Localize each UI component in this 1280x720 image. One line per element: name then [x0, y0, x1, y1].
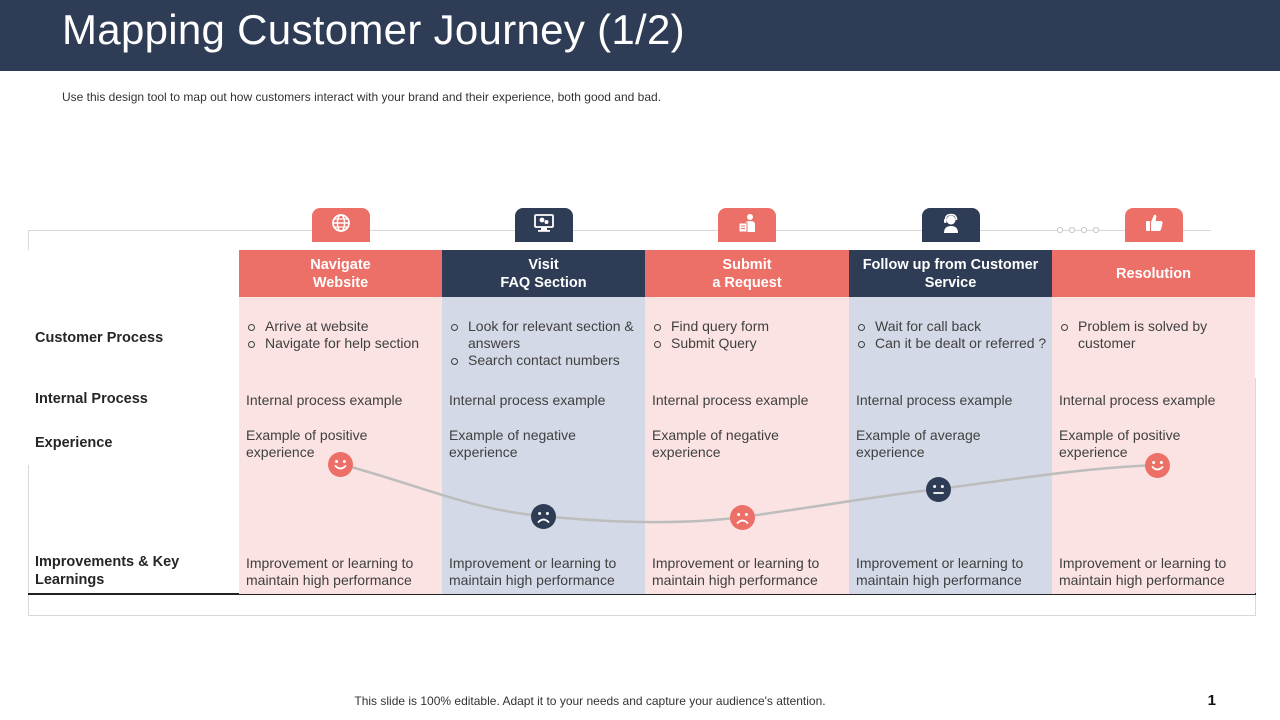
stage-column-1 [239, 297, 442, 594]
stage-column-4 [849, 297, 1052, 594]
stage-icon-tab-2 [514, 208, 573, 242]
internal-process-cell: Internal process example [449, 392, 606, 408]
computer-help-icon [533, 213, 555, 238]
stage-header-5: Resolution [1052, 250, 1255, 297]
internal-process-cell: Internal process example [652, 392, 809, 408]
experience-cell: Example of negative experience [652, 427, 779, 460]
improvement-cell: Improvement or learning to maintain high… [652, 555, 820, 588]
customer-process-cell: Problem is solved by customer [1059, 318, 1250, 352]
positive-face-icon [1144, 452, 1170, 478]
stage-title: Follow up from Customer Service [862, 256, 1039, 291]
row-label-customer-process: Customer Process [35, 330, 164, 346]
frame-left-line-lower [28, 465, 29, 615]
frame-bottom-line [28, 615, 1256, 616]
stage-icon-tab-4 [921, 208, 980, 242]
stage-title: Navigate Website [310, 256, 371, 291]
experience-cell: Example of average experience [856, 427, 981, 460]
stage-column-3 [645, 297, 849, 594]
frame-left-line-upper [28, 230, 29, 250]
stage-title: Resolution [1116, 265, 1191, 282]
page-subtitle: Use this design tool to map out how cust… [62, 90, 662, 104]
row-label-experience: Experience [35, 435, 113, 451]
stage-header-3: Submit a Request [645, 250, 849, 297]
connector-dots [1056, 226, 1100, 234]
negative-face-icon [729, 504, 755, 530]
customer-process-item: Submit Query [652, 335, 844, 352]
customer-process-item: Find query form [652, 318, 844, 335]
negative-face-icon [530, 503, 556, 529]
customer-process-item: Wait for call back [856, 318, 1047, 335]
customer-process-item: Look for relevant section & answers [449, 318, 640, 352]
customer-process-item: Can it be dealt or referred ? [856, 335, 1047, 352]
internal-process-cell: Internal process example [1059, 392, 1216, 408]
frame-top-line [28, 230, 1211, 231]
customer-process-item: Navigate for help section [246, 335, 437, 352]
stage-title: Submit a Request [712, 256, 782, 291]
internal-process-cell: Internal process example [246, 392, 403, 408]
experience-cell: Example of positive experience [246, 427, 368, 460]
page-title: Mapping Customer Journey (1/2) [62, 6, 685, 53]
frame-right-line [1255, 378, 1256, 615]
page-number: 1 [1207, 692, 1216, 709]
stage-header-4: Follow up from Customer Service [849, 250, 1052, 297]
thumbs-up-icon [1143, 212, 1165, 239]
improvement-cell: Improvement or learning to maintain high… [1059, 555, 1227, 588]
globe-icon [331, 213, 351, 238]
row-label-internal-process: Internal Process [35, 391, 148, 407]
table-bottom-rule [28, 593, 1256, 595]
stage-header-1: Navigate Website [239, 250, 442, 297]
customer-process-item: Search contact numbers [449, 352, 640, 369]
title-bar: Mapping Customer Journey (1/2) [0, 0, 1280, 71]
stage-icon-tab-3 [718, 208, 776, 242]
stage-icon-tab-1 [311, 208, 370, 242]
stage-title: Visit FAQ Section [500, 256, 587, 291]
experience-cell: Example of positive experience [1059, 427, 1181, 460]
footer-note: This slide is 100% editable. Adapt it to… [354, 694, 826, 708]
support-agent-icon [940, 212, 962, 239]
improvement-cell: Improvement or learning to maintain high… [449, 555, 617, 588]
customer-process-item: Problem is solved by customer [1059, 318, 1250, 352]
stage-column-2 [442, 297, 645, 594]
customer-process-item: Arrive at website [246, 318, 437, 335]
improvement-cell: Improvement or learning to maintain high… [856, 555, 1024, 588]
stage-header-2: Visit FAQ Section [442, 250, 645, 297]
stage-icon-tab-5 [1124, 208, 1183, 242]
improvement-cell: Improvement or learning to maintain high… [246, 555, 414, 588]
neutral-face-icon [925, 476, 951, 502]
internal-process-cell: Internal process example [856, 392, 1013, 408]
stage-column-5 [1052, 297, 1255, 594]
experience-cell: Example of negative experience [449, 427, 576, 460]
row-label-improvements: Improvements & Key Learnings [35, 554, 180, 588]
request-form-icon [736, 212, 758, 239]
positive-face-icon [327, 451, 353, 477]
